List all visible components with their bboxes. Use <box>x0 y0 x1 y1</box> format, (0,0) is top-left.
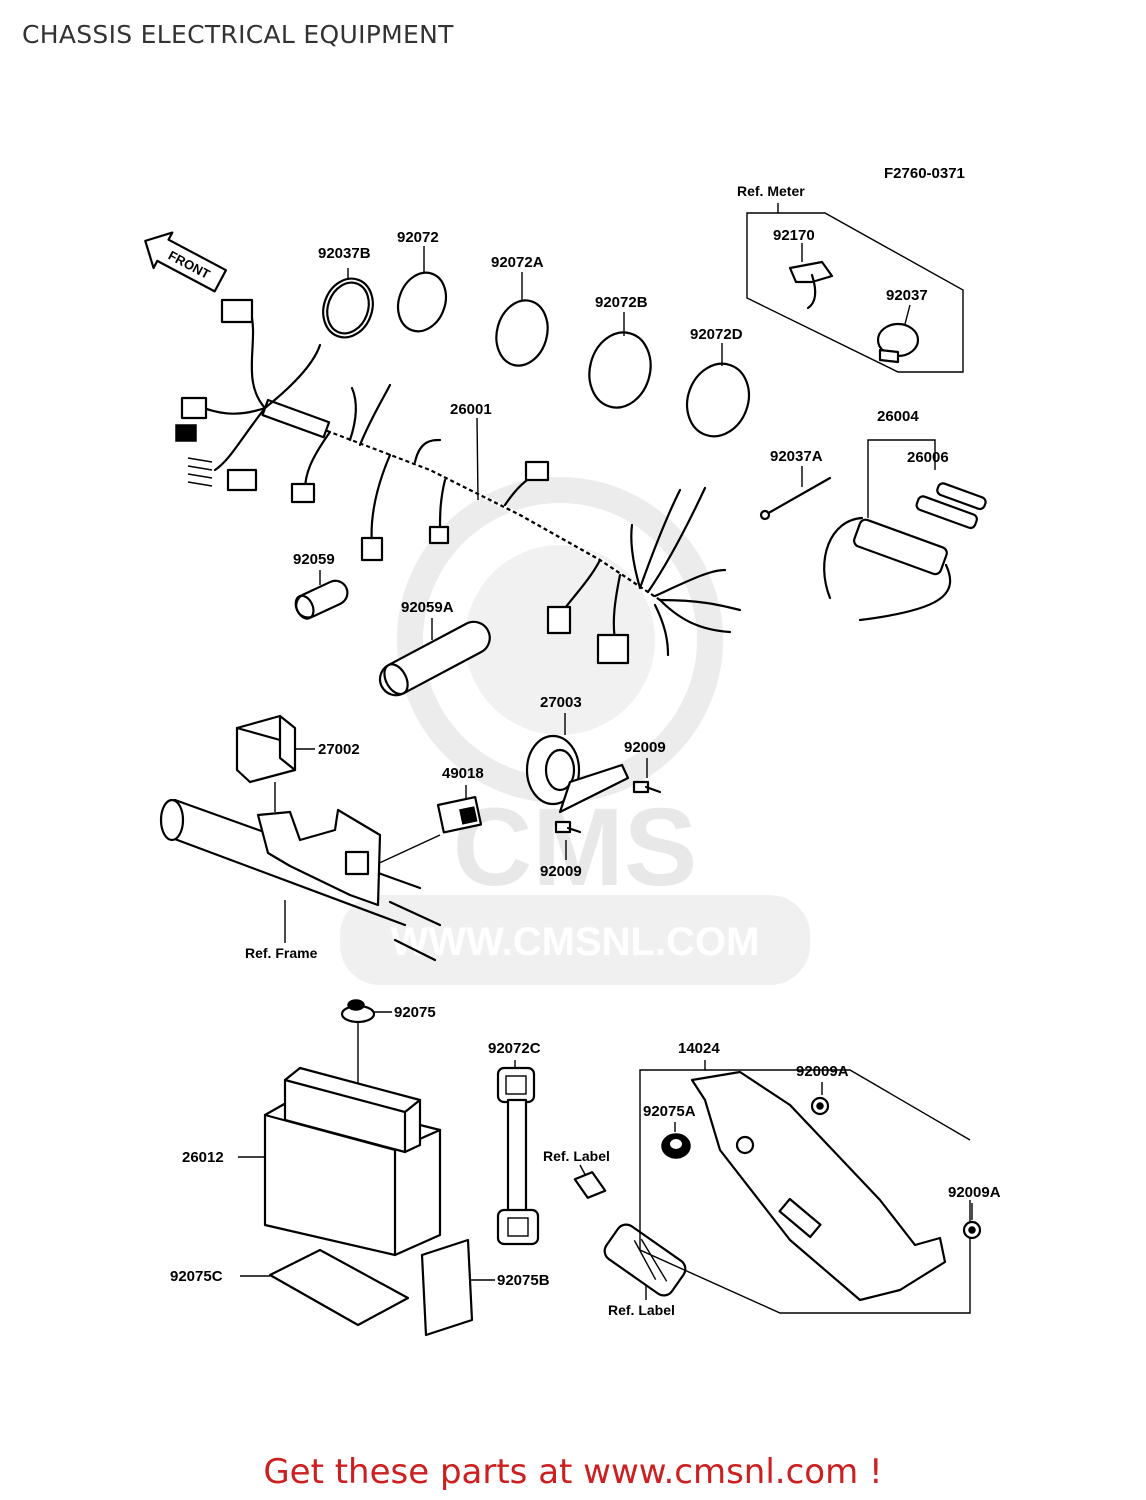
label-92075B: 92075B <box>497 1272 550 1289</box>
label-92075A: 92075A <box>643 1103 696 1120</box>
pad-92075B <box>420 1238 474 1337</box>
label-92037: 92037 <box>886 287 928 304</box>
connector-49018 <box>436 795 483 834</box>
nut-92009A-lower <box>962 1220 982 1240</box>
label-26012: 26012 <box>182 1149 224 1166</box>
wire-harness-26001 <box>175 298 742 665</box>
label-14024: 14024 <box>678 1040 720 1057</box>
label-92072: 92072 <box>397 229 439 246</box>
label-92009-lower: 92009 <box>540 863 582 880</box>
clip-92170 <box>788 260 834 310</box>
label-92072A: 92072A <box>491 254 544 271</box>
strap-92037A <box>759 476 832 521</box>
label-26006: 26006 <box>907 449 949 466</box>
ref-meter-outline <box>746 203 964 373</box>
relay-27002 <box>235 714 297 784</box>
band-92037B <box>322 268 374 339</box>
tube-92059 <box>294 579 349 620</box>
figure-code: F2760-0371 <box>884 165 965 182</box>
horn-27003 <box>525 734 630 814</box>
ref-meter-label: Ref. Meter <box>737 183 805 199</box>
ref-frame-label: Ref. Frame <box>245 945 318 961</box>
label-27003: 27003 <box>540 694 582 711</box>
nut-92009A-upper <box>810 1096 830 1116</box>
cover-14024 <box>690 1070 947 1302</box>
bolt-92009-lower <box>554 820 582 834</box>
label-26001: 26001 <box>450 401 492 418</box>
page-title: CHASSIS ELECTRICAL EQUIPMENT <box>22 20 454 49</box>
band-92072B <box>588 312 652 409</box>
label-92037B: 92037B <box>318 245 371 262</box>
tube-92059A <box>378 620 491 697</box>
band-92072A <box>495 272 549 367</box>
cap-92075 <box>340 999 376 1024</box>
ref-label-lower: Ref. Label <box>608 1302 675 1318</box>
label-49018: 49018 <box>442 765 484 782</box>
clamp-92037 <box>876 322 920 364</box>
front-arrow-icon: FRONT <box>144 231 228 293</box>
label-92009A-lower: 92009A <box>948 1184 1001 1201</box>
label-92170: 92170 <box>773 227 815 244</box>
band-92072 <box>396 246 448 333</box>
watermark-url-text: WWW.CMSNL.COM <box>391 920 760 964</box>
frame-tube <box>159 798 442 962</box>
battery-26012 <box>263 1066 442 1257</box>
label-92059: 92059 <box>293 551 335 568</box>
label-92037A: 92037A <box>770 448 823 465</box>
ref-label-upper: Ref. Label <box>543 1148 610 1164</box>
watermark-logo: CMS WWW.CMSNL.COM <box>340 477 810 985</box>
label-92072B: 92072B <box>595 294 648 311</box>
bracket-26004 <box>867 439 936 518</box>
label-92075: 92075 <box>394 1004 436 1021</box>
label-92009-upper: 92009 <box>624 739 666 756</box>
strap-92072C <box>496 1066 540 1246</box>
label-92072D: 92072D <box>690 326 743 343</box>
label-92009A-upper: 92009A <box>796 1063 849 1080</box>
label-92072C: 92072C <box>488 1040 541 1057</box>
fuse-holder-26004 <box>823 516 952 622</box>
label-92059A: 92059A <box>401 599 454 616</box>
label-92075C: 92075C <box>170 1268 223 1285</box>
grommet-92075A <box>661 1133 691 1159</box>
bolt-92009-upper <box>632 780 662 794</box>
box-14024-top <box>705 1069 971 1141</box>
fuse-26006 <box>915 482 987 530</box>
pad-92075C <box>268 1248 410 1327</box>
label-27002: 27002 <box>318 741 360 758</box>
label-sticker-upper <box>573 1171 607 1199</box>
band-92072D <box>685 343 751 438</box>
label-sticker-lower <box>603 1223 687 1297</box>
label-26004: 26004 <box>877 408 919 425</box>
watermark-logo-text: CMS <box>453 786 697 909</box>
footer-cta-link[interactable]: Get these parts at www.cmsnl.com ! <box>263 1452 883 1492</box>
